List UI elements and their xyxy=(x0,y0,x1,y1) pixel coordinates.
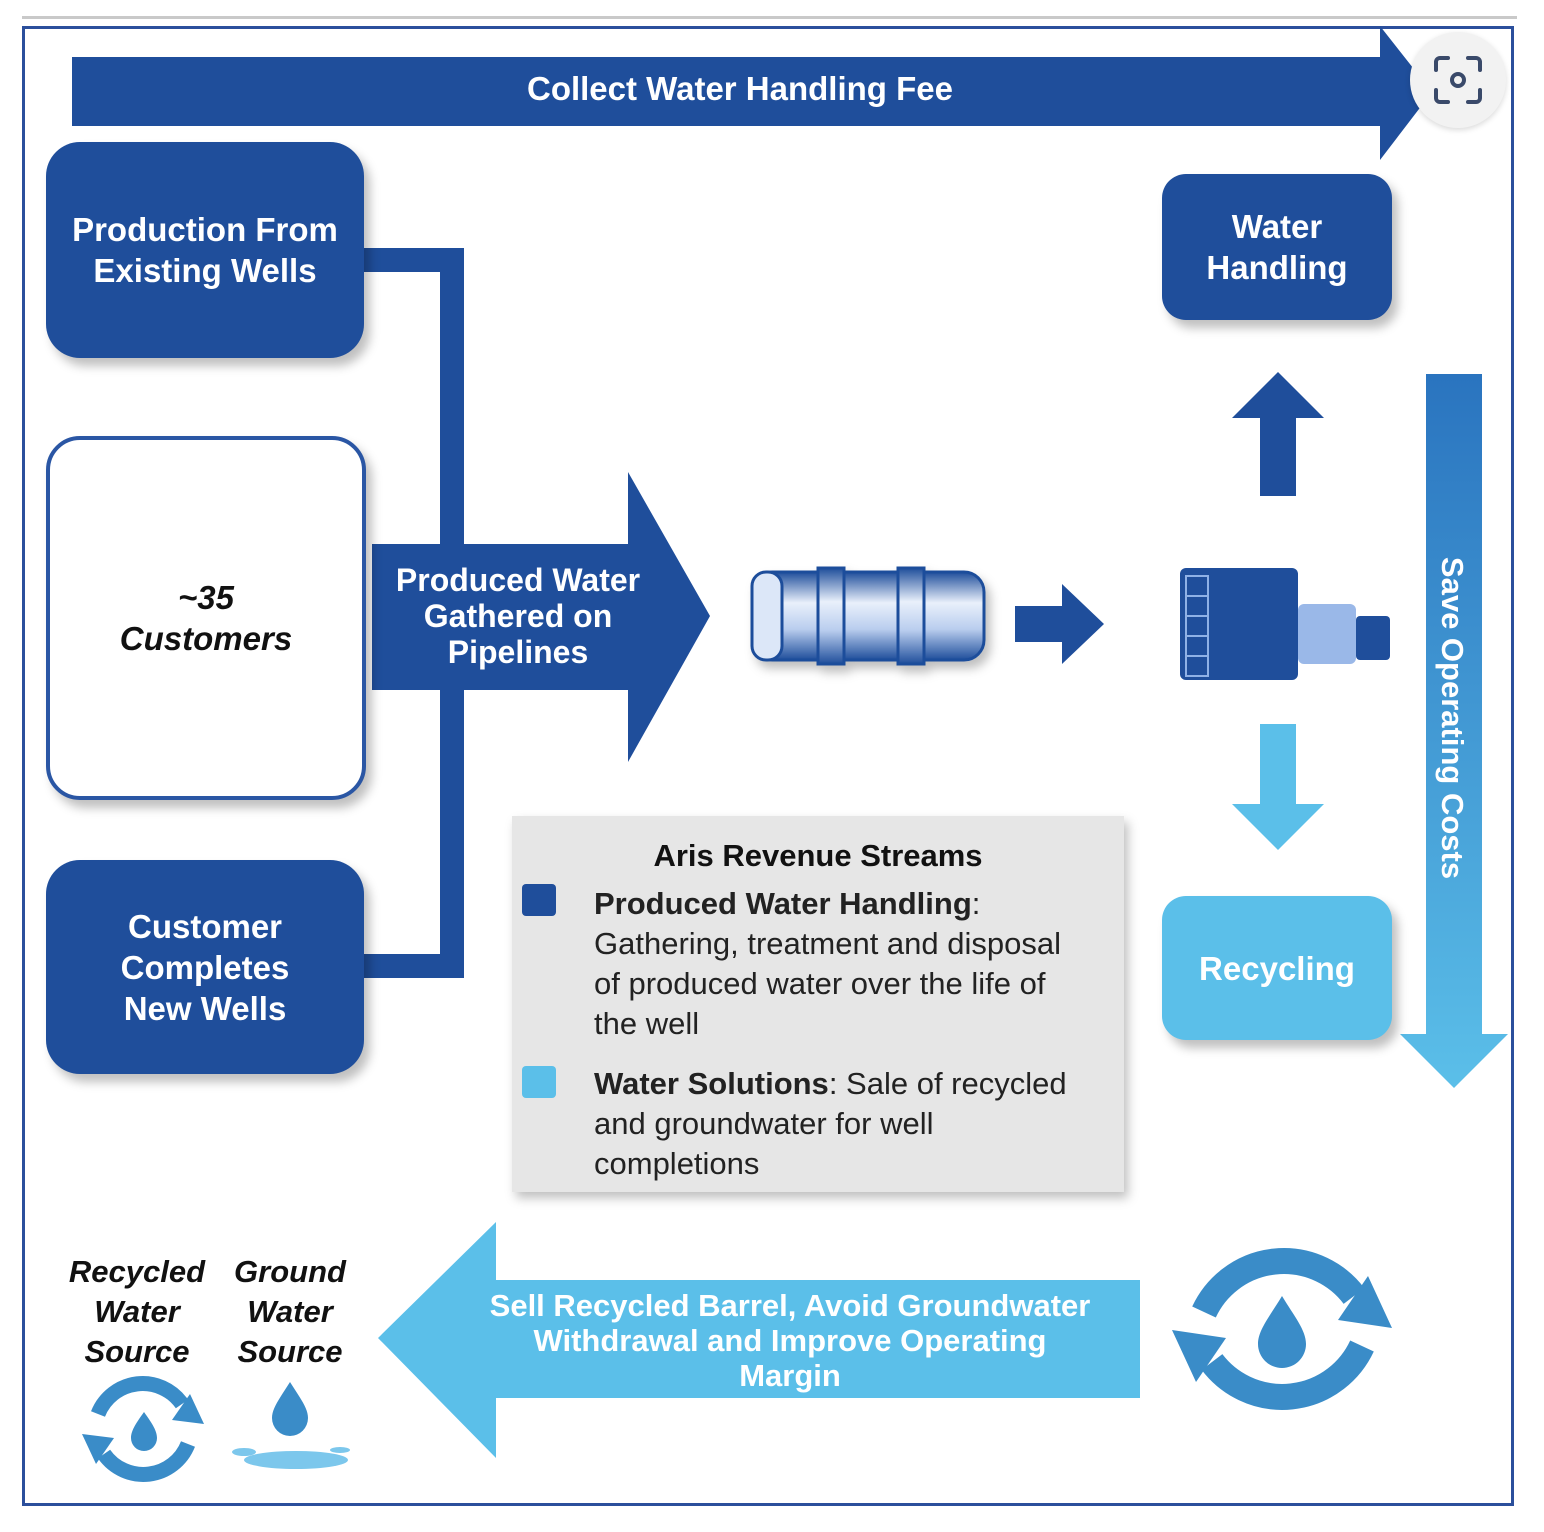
diagram-frame xyxy=(22,26,1514,1506)
legend-item-handling: Produced Water Handling: Gathering, trea… xyxy=(594,886,1061,1041)
water-drop-icon xyxy=(232,1382,350,1469)
flow-arrow-right xyxy=(1015,584,1104,664)
customer-new-wells-label: Customer Completes New Wells xyxy=(120,907,290,1027)
production-existing-wells-box: Production From Existing Wells xyxy=(46,142,364,358)
produced-water-label: Produced Water Gathered on Pipelines xyxy=(395,562,641,670)
recycling-label: Recycling xyxy=(1199,949,1355,987)
storage-tank-icon xyxy=(1180,568,1390,680)
up-arrow xyxy=(1232,372,1324,496)
revenue-legend: Aris Revenue Streams Produced Water Hand… xyxy=(512,816,1124,1192)
legend-swatch-dark xyxy=(522,884,556,916)
sell-recycled-arrow xyxy=(378,1222,1140,1458)
fullscreen-button[interactable] xyxy=(1410,32,1506,128)
down-arrow xyxy=(1232,724,1324,850)
recycling-box: Recycling xyxy=(1162,896,1392,1040)
collect-fee-arrow xyxy=(72,26,1432,160)
produced-water-arrow xyxy=(372,472,710,762)
water-handling-label: Water Handling xyxy=(1206,208,1348,286)
legend-item-solutions-desc: Sale of recycled and groundwater for wel… xyxy=(594,1066,1067,1181)
pipeline-icon xyxy=(750,566,986,666)
customers-box: ~35 Customers xyxy=(46,436,366,800)
legend-item-handling-desc: Gathering, treatment and disposal of pro… xyxy=(594,926,1061,1041)
legend-swatch-light xyxy=(522,1066,556,1098)
sell-recycled-label: Sell Recycled Barrel, Avoid Groundwater … xyxy=(489,1288,1091,1393)
ground-source-label: Ground Water Source xyxy=(234,1254,346,1369)
recycle-source-icon xyxy=(82,1376,204,1482)
legend-item-handling-name: Produced Water Handling xyxy=(594,886,972,921)
recycled-source-label: Recycled Water Source xyxy=(68,1254,206,1369)
recycle-water-icon xyxy=(1172,1248,1392,1410)
collect-fee-label: Collect Water Handling Fee xyxy=(526,70,953,107)
customers-label: ~35 Customers xyxy=(119,579,293,657)
legend-item-solutions-name: Water Solutions xyxy=(594,1066,829,1101)
legend-title: Aris Revenue Streams xyxy=(653,838,983,873)
save-costs-label: Save Operating Costs xyxy=(1435,556,1470,880)
legend-item-solutions: Water Solutions: Sale of recycled and gr… xyxy=(594,1066,1067,1181)
production-existing-wells-label: Production From Existing Wells xyxy=(72,211,338,289)
save-costs-arrow xyxy=(1400,374,1508,1088)
fullscreen-icon xyxy=(1434,56,1482,104)
water-handling-box: Water Handling xyxy=(1162,174,1392,320)
customer-new-wells-box: Customer Completes New Wells xyxy=(46,860,364,1074)
top-rule xyxy=(22,16,1517,19)
